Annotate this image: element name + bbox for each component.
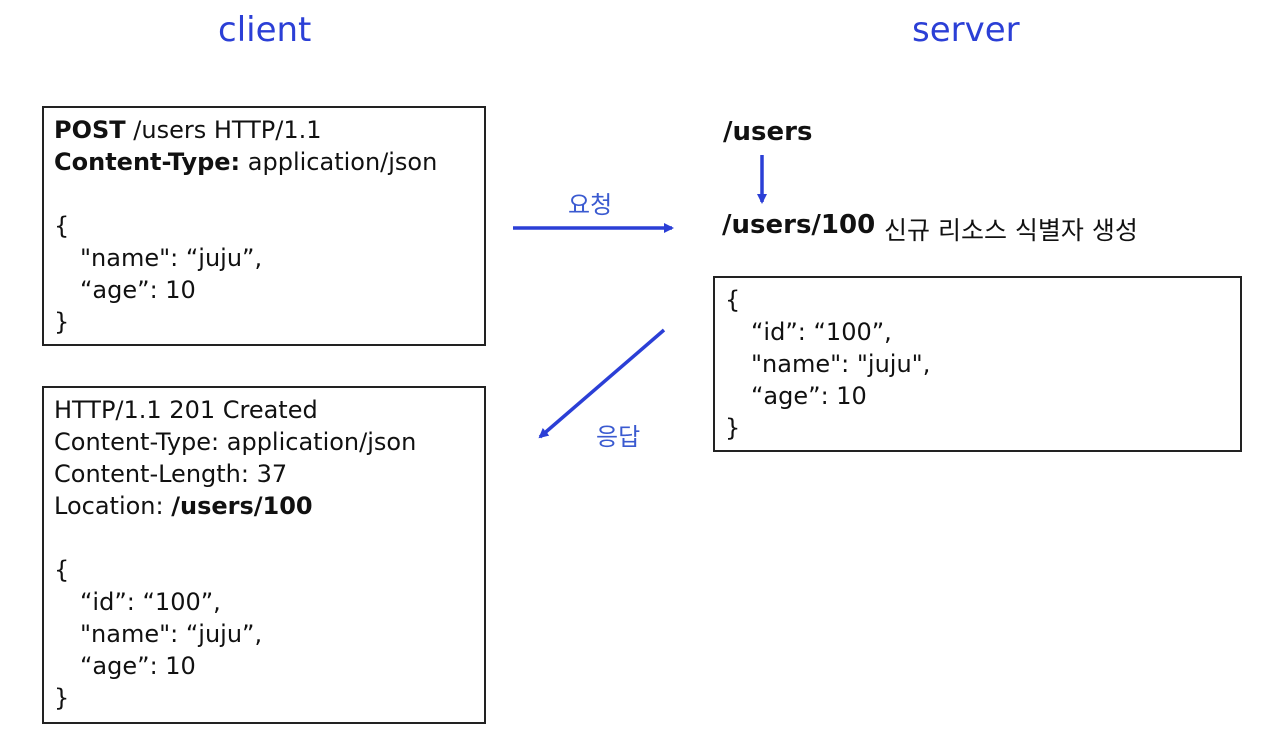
server-json-open: { [725, 286, 741, 314]
response-json-name: "name": “juju”, [80, 620, 263, 648]
request-json-age: “age”: 10 [80, 276, 196, 304]
client-title: client [218, 10, 312, 50]
response-arrow [538, 328, 666, 439]
server-new-path: /users/100 [722, 210, 876, 240]
response-box: HTTP/1.1 201 Created Content-Type: appli… [42, 386, 486, 724]
request-header-name: Content-Type: [54, 148, 241, 176]
request-json-open: { [54, 212, 70, 240]
request-path: /users HTTP/1.1 [125, 116, 322, 144]
server-json-close: } [725, 414, 741, 442]
request-box: POST /users HTTP/1.1 Content-Type: appli… [42, 106, 486, 346]
response-json-age: “age”: 10 [80, 652, 196, 680]
request-json-close: } [54, 308, 70, 336]
server-json-name: "name": "juju", [751, 350, 931, 378]
response-location: Location: /users/100 [54, 490, 474, 522]
server-json-age: “age”: 10 [751, 382, 867, 410]
response-json-close: } [54, 684, 70, 712]
request-header-value: application/json [240, 148, 438, 176]
response-status: HTTP/1.1 201 Created [54, 396, 318, 424]
response-json-id: “id”: “100”, [80, 588, 221, 616]
location-label: Location: [54, 492, 172, 520]
response-label: 응답 [596, 423, 641, 451]
request-method: POST [54, 116, 126, 144]
server-title: server [912, 10, 1020, 50]
server-new-path-desc: 신규 리소스 식별자 생성 [884, 216, 1138, 245]
request-label: 요청 [568, 191, 613, 219]
location-value: /users/100 [171, 492, 313, 520]
request-line: POST /users HTTP/1.1 [54, 114, 474, 146]
server-path: /users [723, 117, 813, 147]
response-content-type: Content-Type: application/json [54, 428, 417, 456]
server-json-id: “id”: “100”, [751, 318, 892, 346]
request-json-name: "name": “juju”, [80, 244, 263, 272]
server-json-box: { “id”: “100”, "name": "juju", “age”: 10… [713, 276, 1242, 452]
request-header: Content-Type: application/json [54, 146, 474, 178]
response-content-length: Content-Length: 37 [54, 460, 288, 488]
response-json-open: { [54, 556, 70, 584]
